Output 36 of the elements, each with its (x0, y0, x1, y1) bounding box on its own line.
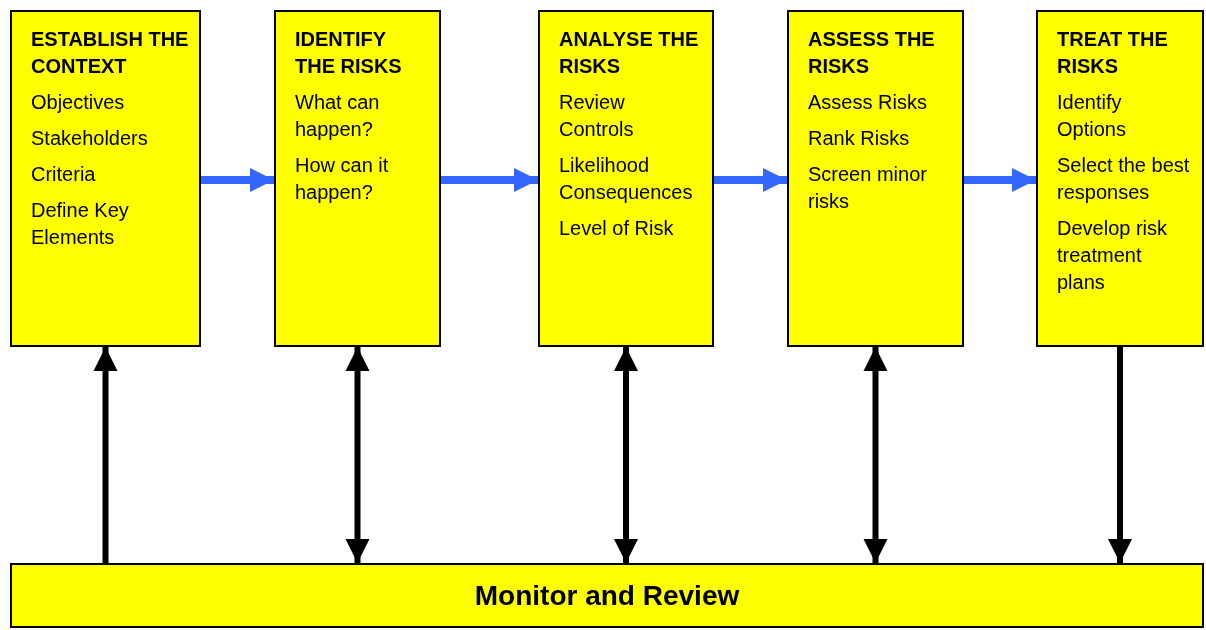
box-item: Level of Risk (559, 216, 675, 241)
arrow (1108, 347, 1132, 563)
arrow (93, 347, 118, 563)
arrow (441, 168, 538, 192)
arrow (714, 168, 787, 192)
box-item: Stakeholders (31, 126, 149, 151)
box-item: Rank Risks (808, 126, 911, 151)
box-item: Select the best responses (1057, 153, 1191, 205)
box-item: Assess Risks (808, 90, 928, 115)
box-item: Likelihood Consequences (559, 153, 694, 205)
box-heading: TREAT THE RISKS (1057, 27, 1169, 79)
box-item: Identify Options (1057, 90, 1127, 142)
box-item: Screen minor risks (808, 162, 928, 214)
arrow (964, 168, 1036, 192)
process-bar (10, 563, 1204, 628)
box-heading: ANALYSE THE RISKS (559, 27, 700, 79)
arrow (345, 347, 370, 563)
arrow (863, 347, 888, 563)
box-item: How can it happen? (295, 153, 390, 205)
box-heading: IDENTIFY THE RISKS (295, 27, 403, 79)
box-heading: ASSESS THE RISKS (808, 27, 936, 79)
box-item: Criteria (31, 162, 97, 187)
arrow (614, 347, 638, 563)
box-item: Define Key Elements (31, 198, 130, 250)
arrow (201, 168, 274, 192)
process-box (274, 10, 441, 347)
box-heading: ESTABLISH THE CONTEXT (31, 27, 190, 79)
box-item: Review Controls (559, 90, 635, 142)
box-item: What can happen? (295, 90, 381, 142)
box-item: Objectives (31, 90, 126, 115)
bar-title: Monitor and Review (474, 579, 740, 613)
process-box (10, 10, 201, 347)
process-box (538, 10, 714, 347)
box-item: Develop risk treatment plans (1057, 216, 1169, 295)
process-box (1036, 10, 1204, 347)
process-box (787, 10, 964, 347)
